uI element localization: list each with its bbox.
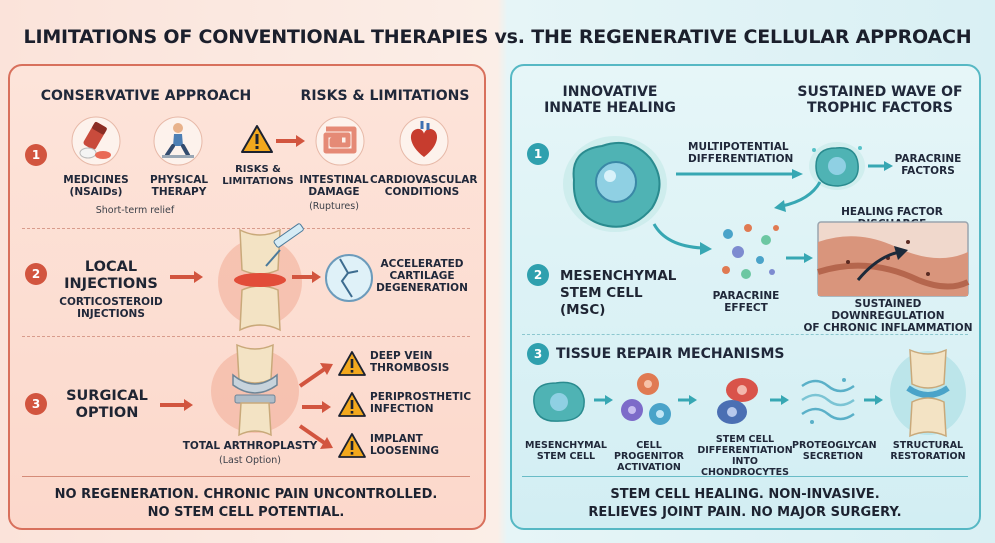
regenerative-approach-panel bbox=[510, 64, 981, 530]
progenitor-cells-icon bbox=[621, 373, 671, 425]
curved-arrow-icon bbox=[652, 223, 712, 255]
step-3-badge: 3 bbox=[25, 393, 47, 415]
step-2-badge: 2 bbox=[25, 263, 47, 285]
chondrocytes-icon bbox=[717, 378, 758, 424]
divider-1 bbox=[22, 228, 470, 229]
page-title: LIMITATIONS OF CONVENTIONAL THERAPIES vs… bbox=[23, 26, 972, 48]
warning-icon bbox=[338, 392, 366, 417]
small-stem-cell-icon bbox=[809, 142, 865, 190]
cracked-cartilage-icon bbox=[325, 254, 373, 302]
short-term-relief-note: Short-term relief bbox=[95, 205, 175, 216]
warning-icon bbox=[241, 125, 273, 153]
arrow-right-icon bbox=[292, 271, 321, 283]
physical-therapy-icon bbox=[153, 116, 203, 166]
knee-implant-icon bbox=[211, 343, 299, 437]
arrow-right-icon bbox=[868, 161, 893, 171]
curved-arrow-icon bbox=[774, 181, 822, 212]
arrow-right-icon bbox=[786, 253, 813, 263]
arrow-right-icon bbox=[276, 135, 305, 147]
stem-cell-icon bbox=[563, 136, 667, 232]
paracrine-particles-icon bbox=[722, 224, 779, 279]
knee-injection-icon bbox=[218, 223, 304, 332]
arrow-right-icon bbox=[170, 271, 203, 283]
intestine-icon bbox=[315, 116, 365, 166]
tissue-micrograph-image bbox=[817, 221, 970, 297]
arrow-right-icon bbox=[678, 395, 697, 405]
step-1-badge: 1 bbox=[527, 143, 549, 165]
tissue-repair-title: TISSUE REPAIR MECHANISMS bbox=[556, 346, 785, 362]
heart-icon bbox=[399, 116, 449, 166]
proteoglycan-icon bbox=[801, 378, 855, 424]
right-footer: STEM CELL HEALING. NON-INVASIVE.RELIEVES… bbox=[588, 487, 902, 520]
conservative-approach-header: CONSERVATIVE APPROACH bbox=[40, 88, 252, 104]
arrow-right-icon bbox=[676, 169, 803, 179]
risks-limitations-label: RISKS &LIMITATIONS bbox=[222, 164, 294, 187]
last-option-note: (Last Option) bbox=[219, 455, 281, 466]
arrow-up-right-icon bbox=[298, 363, 333, 388]
warning-icon bbox=[338, 351, 366, 376]
medicines-label: MEDICINES(NSAIDs) bbox=[63, 174, 129, 198]
ruptures-note: (Ruptures) bbox=[309, 201, 359, 212]
restored-joint-icon bbox=[890, 348, 966, 438]
arrow-right-icon bbox=[864, 395, 883, 405]
step-2-badge: 2 bbox=[527, 264, 549, 286]
arrow-right-icon bbox=[302, 401, 331, 413]
divider-right-1 bbox=[522, 334, 968, 335]
left-footer: NO REGENERATION. CHRONIC PAIN UNCONTROLL… bbox=[54, 487, 438, 520]
risks-limitations-header: RISKS & LIMITATIONS bbox=[300, 88, 470, 104]
arrow-right-icon bbox=[160, 399, 193, 411]
step-3-badge: 3 bbox=[527, 343, 549, 365]
warning-icon bbox=[338, 433, 366, 458]
divider-footer-right bbox=[522, 476, 968, 477]
medicine-pills-icon bbox=[71, 116, 121, 166]
mesenchymal-stem-cell-icon bbox=[533, 381, 585, 422]
total-arthroplasty-label: TOTAL ARTHROPLASTY bbox=[182, 440, 318, 452]
arrow-right-icon bbox=[770, 395, 789, 405]
divider-2 bbox=[22, 336, 470, 337]
divider-footer-left bbox=[22, 476, 470, 477]
arrow-down-right-icon bbox=[298, 424, 333, 449]
arrow-right-icon bbox=[594, 395, 613, 405]
step-1-badge: 1 bbox=[25, 144, 47, 166]
